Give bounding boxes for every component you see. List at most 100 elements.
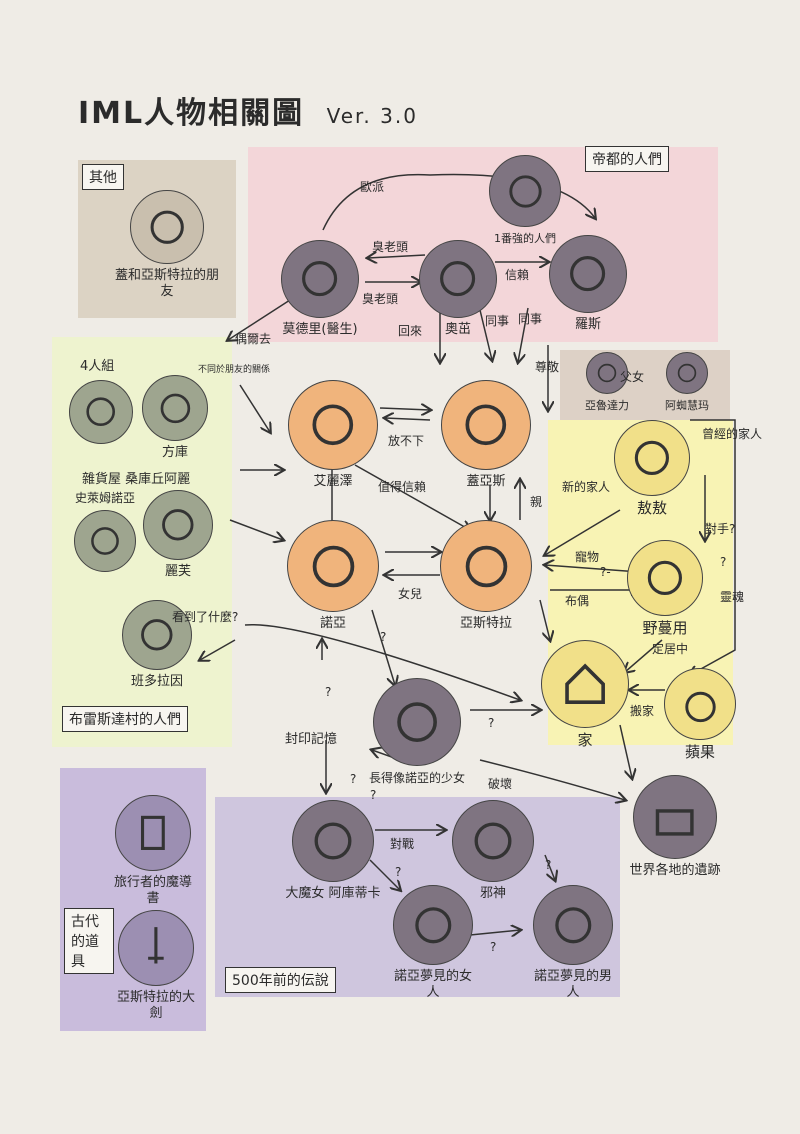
avatar-apple	[664, 668, 736, 740]
edge-label-bad-family: 曾經的家人	[702, 427, 763, 441]
node-father[interactable]: 亞魯達力	[572, 352, 642, 414]
group-label-shop: 雜貨屋 桑庫丘阿麗	[82, 472, 191, 487]
edge-label-q7: ?	[395, 865, 402, 879]
avatar-aoao	[614, 420, 690, 496]
avatar-ruins	[633, 775, 717, 859]
label-man: 諾亞夢見的男人	[533, 969, 612, 1000]
node-ailili[interactable]: 艾麗澤	[285, 380, 381, 490]
avatar-friend	[130, 190, 204, 264]
edge-label-trust: 信賴	[505, 268, 530, 282]
avatar-aomiao	[419, 240, 497, 318]
edge-label-faction: 歐派	[360, 180, 385, 194]
label-sword: 亞斯特拉的大劍	[116, 990, 195, 1021]
edge-label-partner: 布偶	[565, 594, 590, 608]
node-aomiao[interactable]: 奧茁	[418, 240, 498, 338]
edge-label-q4: ?	[350, 772, 357, 786]
group-tag-ancient: 古代的道具	[64, 908, 114, 974]
label-witch: 大魔女 阿庫蒂卡	[285, 886, 381, 901]
node-ruins[interactable]: 世界各地的遺跡	[625, 775, 725, 879]
avatar-grimoire	[115, 795, 191, 871]
label-luosi: 羅斯	[574, 317, 601, 332]
label-shilai: 史萊姆諾亞	[74, 491, 135, 505]
avatar-home	[541, 640, 629, 728]
edge-label-fight: 對戰	[390, 837, 415, 851]
node-gaiyasi[interactable]: 蓋亞斯	[438, 380, 534, 490]
node-modeli[interactable]: 莫德里(醫生)	[270, 240, 370, 338]
group-tag-empire: 帝都的人們	[585, 146, 669, 172]
node-friend[interactable]: 蓋和亞斯特拉的朋友	[112, 190, 222, 300]
node-evilgod[interactable]: 邪神	[448, 800, 538, 902]
avatar-lifu	[143, 490, 213, 560]
node-fangku[interactable]: 方庫	[140, 375, 210, 461]
node-lifu[interactable]: 麗芙	[140, 490, 216, 580]
node-luosi[interactable]: 羅斯	[548, 235, 628, 333]
node-four-group[interactable]	[68, 380, 134, 444]
edge-label-q2: ?	[325, 685, 332, 699]
avatar-fangku	[142, 375, 208, 441]
avatar-man	[533, 885, 613, 965]
avatar-father	[586, 352, 628, 394]
label-modeli: 莫德里(醫生)	[282, 322, 358, 337]
edge-label-q3: ?	[488, 716, 495, 730]
label-lifu: 麗芙	[164, 564, 191, 579]
node-daughter[interactable]: 阿蜘慧玛	[652, 352, 722, 414]
edge-label-notfour: 不同於朋友的關係	[198, 365, 271, 375]
avatar-yemanyong	[627, 540, 703, 616]
label-daughter: 阿蜘慧玛	[665, 399, 709, 412]
edge-label-rival: 對手?	[705, 522, 736, 536]
avatar-woman	[393, 885, 473, 965]
edge-label-settle: 定居中	[652, 642, 689, 656]
label-ailili: 艾麗澤	[313, 474, 353, 489]
label-yemanyong: 野蔓用	[642, 619, 688, 637]
node-apple[interactable]: 蘋果	[662, 668, 738, 760]
node-nuoya[interactable]: 諾亞	[285, 520, 381, 632]
edge-label-seen: 看到了什麼?	[172, 610, 239, 624]
label-hooded: 長得像諾亞的少女	[369, 771, 466, 785]
node-aoao[interactable]: 敖敖	[612, 420, 692, 516]
node-shilai[interactable]: 史萊姆諾亞	[60, 490, 150, 572]
label-mob1: 1番強的人們	[494, 232, 556, 245]
edge-label-soul: 靈魂	[720, 590, 745, 604]
avatar-hooded	[373, 678, 461, 766]
avatar-four-group	[69, 380, 133, 444]
edge-label-q5: ?	[370, 788, 377, 802]
node-sword[interactable]: 亞斯特拉的大劍	[108, 910, 204, 1022]
node-home[interactable]: 家	[540, 640, 630, 748]
label-yasitela: 亞斯特拉	[459, 616, 512, 631]
avatar-daughter	[666, 352, 708, 394]
avatar-sword	[118, 910, 194, 986]
node-yemanyong[interactable]: 野蔓用	[625, 540, 705, 636]
label-ruins: 世界各地的遺跡	[629, 863, 721, 878]
node-witch[interactable]: 大魔女 阿庫蒂卡	[278, 800, 388, 902]
label-gaiyasi: 蓋亞斯	[466, 474, 506, 489]
label-friend: 蓋和亞斯特拉的朋友	[114, 268, 219, 299]
label-apple: 蘋果	[684, 743, 715, 761]
edge-label-respect: 尊敬	[535, 360, 560, 374]
edge-label-parent: 親	[530, 495, 543, 509]
edge-label-pet: 寵物	[575, 550, 600, 564]
node-woman[interactable]: 諾亞夢見的女人	[385, 885, 481, 1001]
edge-label-q6: ?	[545, 858, 552, 872]
edge-label-destroy: 破壞	[488, 777, 513, 791]
node-mob1[interactable]: 1番強的人們	[480, 155, 570, 247]
edge-label-colleague2: 同事	[518, 312, 543, 326]
edge-label-daughter2: 女兒	[398, 587, 423, 601]
edge-label-return: 回來	[398, 324, 423, 338]
group-tag-legend: 500年前的伝說	[225, 967, 336, 993]
label-home: 家	[577, 731, 593, 749]
node-grimoire[interactable]: 旅行者的魔導書	[105, 795, 201, 907]
page-title: IML人物相關圖 Ver. 3.0	[78, 88, 418, 132]
edge-label-often: 偶爾去	[235, 332, 272, 346]
group-label-four: 4人組	[80, 359, 115, 374]
edge-label-cantlet: 放不下	[388, 434, 425, 448]
label-father: 亞魯達力	[585, 399, 629, 412]
label-evilgod: 邪神	[479, 886, 506, 901]
node-yasitela[interactable]: 亞斯特拉	[438, 520, 534, 632]
node-hooded[interactable]: 長得像諾亞的少女	[362, 678, 472, 786]
node-man[interactable]: 諾亞夢見的男人	[525, 885, 621, 1001]
label-aoao: 敖敖	[636, 499, 667, 517]
group-tag-other: 其他	[82, 164, 124, 190]
edge-label-old2: 臭老頭	[362, 292, 399, 306]
node-bandola[interactable]: 班多拉因	[112, 600, 202, 690]
